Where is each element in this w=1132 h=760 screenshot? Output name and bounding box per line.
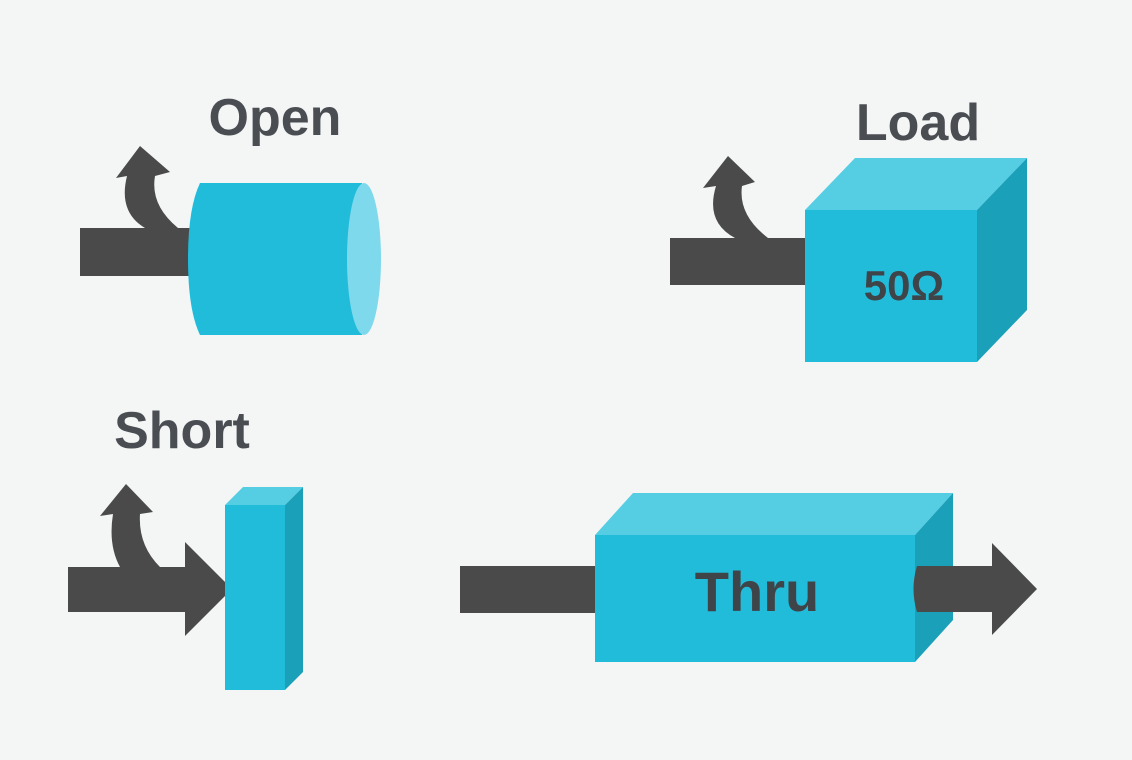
thru-label: Thru	[695, 560, 819, 623]
thru-box-top	[595, 493, 953, 535]
load-reflection-arrow-icon	[703, 156, 768, 238]
thru-standard: Thru	[460, 493, 1037, 662]
thru-output-arrow-icon	[913, 543, 1037, 635]
load-standard: Load 50Ω	[670, 94, 1027, 362]
open-cylinder-body	[188, 183, 362, 335]
load-cube-front	[805, 210, 977, 362]
open-reflection-arrow-icon	[116, 146, 178, 228]
short-incident-arrow-icon	[68, 542, 232, 636]
short-label: Short	[114, 402, 250, 460]
short-plate-side	[285, 487, 303, 690]
short-plate-top	[225, 487, 303, 505]
load-cube-side	[977, 158, 1027, 362]
short-standard: Short	[68, 402, 303, 690]
load-label: Load	[856, 94, 980, 152]
load-cube-top	[805, 158, 1027, 210]
short-plate-front	[225, 505, 285, 690]
short-reflection-arrow-icon	[100, 484, 160, 567]
open-cylinder-end	[347, 183, 381, 335]
load-impedance-label: 50Ω	[864, 262, 944, 309]
thru-box-front	[595, 535, 915, 662]
open-feed-line	[80, 228, 195, 276]
open-standard: Open	[80, 89, 381, 335]
open-label: Open	[209, 89, 342, 147]
load-feed-line	[670, 238, 810, 285]
thru-input-line	[460, 566, 605, 613]
